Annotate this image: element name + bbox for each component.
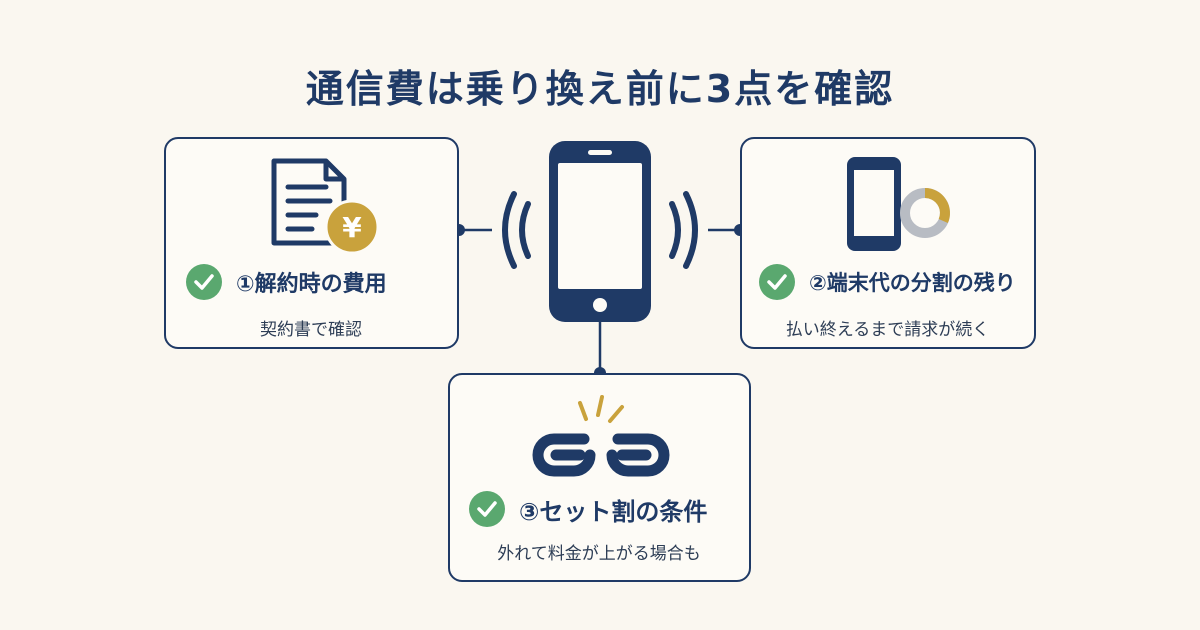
- broken-chain-icon: [532, 395, 670, 477]
- item-heading: ②端末代の分割の残り: [759, 264, 1016, 300]
- item-description: 外れて料金が上がる場合も: [497, 544, 701, 564]
- check-icon: [469, 491, 505, 527]
- item-heading: ③セット割の条件: [469, 491, 707, 527]
- page-title: 通信費は乗り換え前に3点を確認: [305, 67, 895, 111]
- document-yen-icon: ¥: [271, 158, 378, 255]
- check-icon: [186, 264, 222, 300]
- card-bundle-discount: ③セット割の条件 外れて料金が上がる場合も: [448, 373, 751, 582]
- item-heading-text: ③セット割の条件: [519, 497, 708, 526]
- card-device-installment: ②端末代の分割の残り 払い終えるまで請求が続く: [740, 137, 1036, 349]
- smartphone-signal-icon: [502, 141, 698, 322]
- item-description: 契約書で確認: [260, 320, 362, 340]
- item-heading: ①解約時の費用: [186, 264, 387, 300]
- item-heading-text: ②端末代の分割の残り: [809, 271, 1016, 295]
- svg-text:¥: ¥: [342, 211, 362, 244]
- check-icon: [759, 264, 795, 300]
- item-heading-text: ①解約時の費用: [236, 272, 387, 297]
- phone-pie-chart-icon: [847, 157, 950, 251]
- item-description: 払い終えるまで請求が続く: [785, 320, 990, 340]
- card-cancellation-fee: ¥ ①解約時の費用 契約書で確認: [164, 137, 459, 349]
